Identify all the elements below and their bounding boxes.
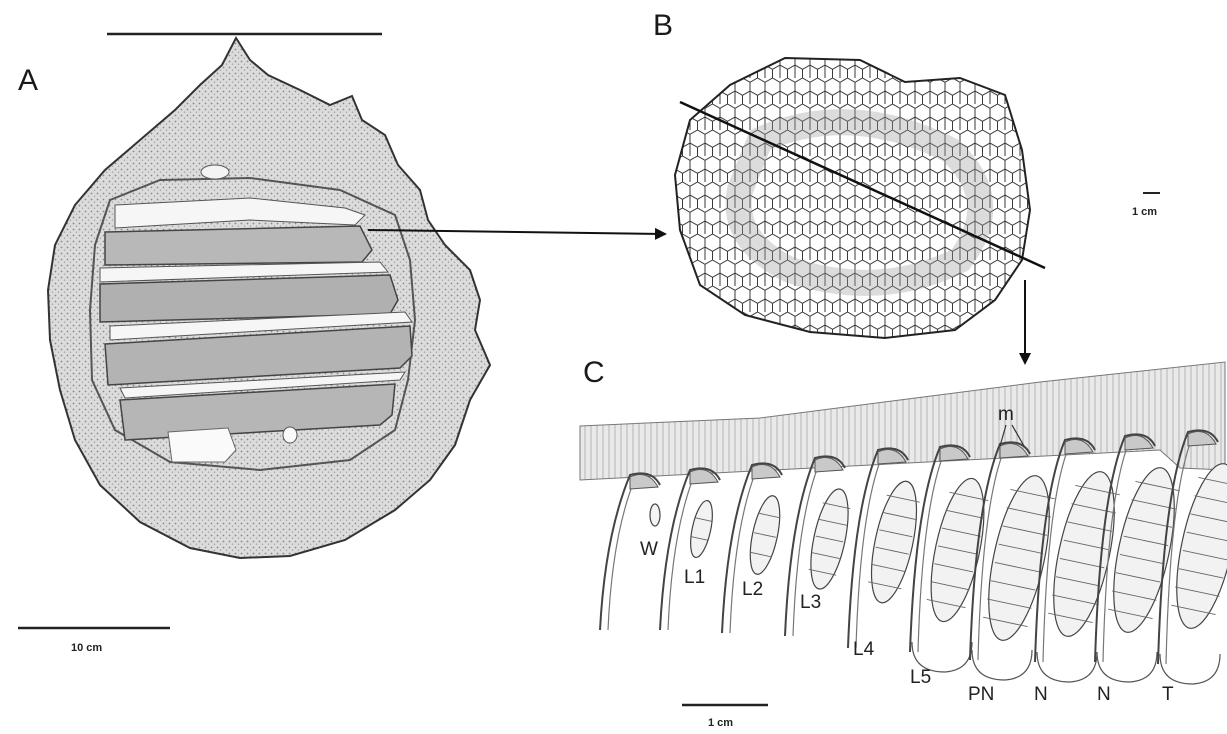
cell-1: W [600,473,660,630]
cell-label: W [640,539,658,560]
brood-body [1042,467,1126,642]
cell-wall-inner [608,481,634,630]
cell-label: PN [968,684,994,705]
cell-label: T [1162,684,1174,705]
comb-band-1 [105,226,372,265]
cell-label: L1 [684,567,705,588]
nest-small-hole [283,427,297,443]
marker-label-m: m [998,404,1014,425]
nest-hole [201,165,229,179]
cell-4: L3 [785,456,855,636]
cell-label: N [1034,684,1048,705]
brood-body [686,499,716,560]
cell-6: L5 [910,445,994,688]
cell-5: L4 [848,448,925,660]
panel-a: A 10 cm [18,34,665,654]
panel-b-scale-label: 1 cm [1132,206,1157,218]
cell-label: L2 [742,579,763,600]
cell-10: T [1158,430,1227,705]
egg [650,504,660,526]
panel-a-scale-label: 10 cm [71,642,102,654]
cell-label: L4 [853,639,875,660]
nest-gap [168,428,236,462]
panel-b: B 1 cm [653,9,1160,363]
cell-wall-inner [668,476,694,630]
panel-letter-b: B [653,9,673,42]
cell-bottom [1037,652,1097,682]
cell-3: L2 [722,463,785,633]
cell-bottom [972,650,1032,680]
cell-9: N [1095,434,1186,705]
panel-letter-c: C [583,356,605,389]
cell-label: L5 [910,667,931,688]
cells-group: W L1L2L3L4L5PN N N T [600,430,1227,705]
cell-label: N [1097,684,1111,705]
cell-2: L1 [660,468,720,630]
panel-c-scale-label: 1 cm [708,717,733,729]
panel-letter-a: A [18,64,38,97]
cell-bottom [1097,652,1157,682]
cell-bottom [1160,654,1220,684]
cell-label: L3 [800,592,821,613]
